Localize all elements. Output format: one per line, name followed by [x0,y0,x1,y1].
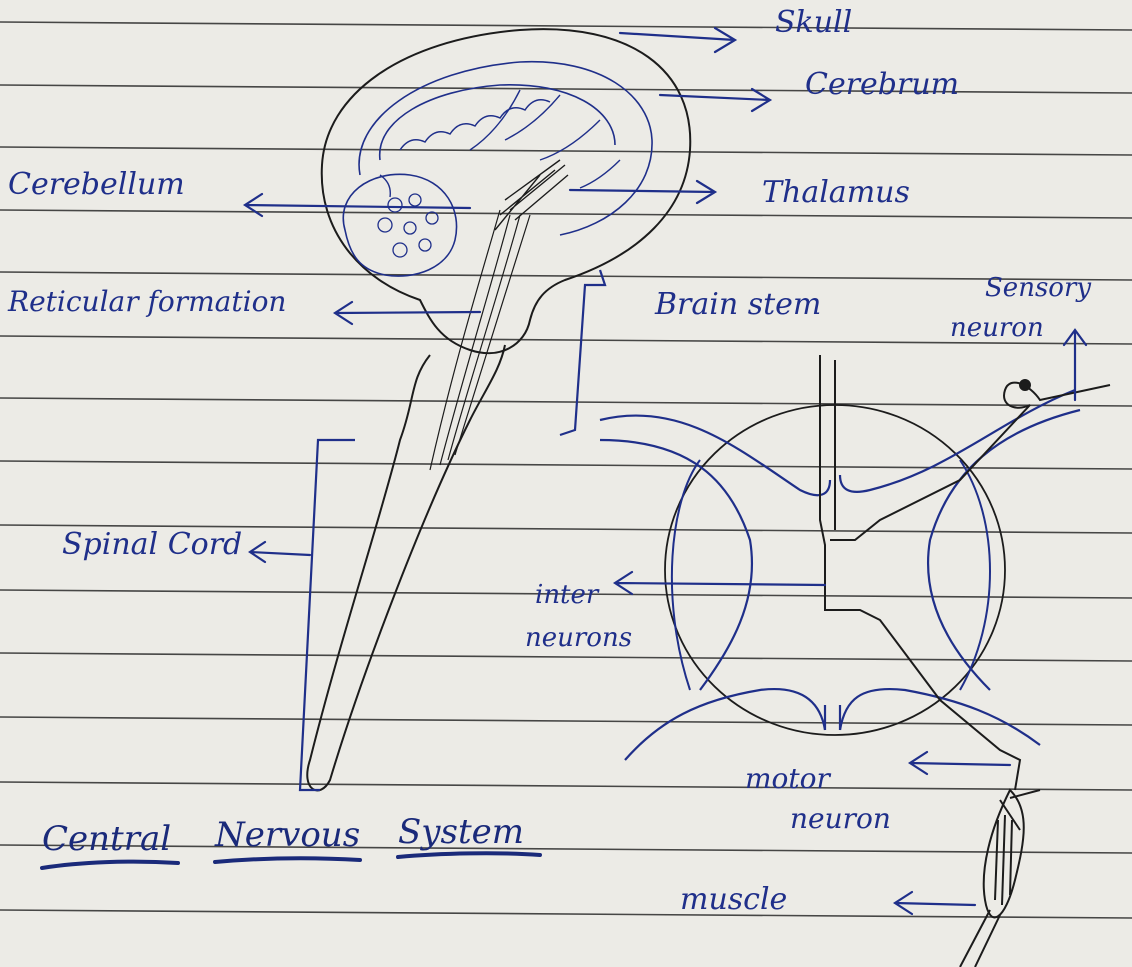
reticular-formation-label: Reticular formation [8,288,286,316]
skull-label: Skull [775,8,852,38]
inter-neurons-label-line1: inter [535,582,598,608]
sensory-neuron-label-line2: neuron [950,315,1044,341]
muscle-arrow [895,892,975,914]
sensory-neuron-label-line1: Sensory [985,275,1091,301]
inter-neurons-label-line2: neurons [525,625,632,651]
cerebrum-label: Cerebrum [805,70,959,100]
spinal-cord-bracket [300,440,355,790]
brain-stem-bracket [560,270,605,435]
cerebellum-outline [343,174,456,276]
motor-neuron-label-line1: motor [745,765,830,793]
motor-neuron-arrow [910,752,1010,774]
skull-arrow [620,28,735,52]
title-word-system: System [398,815,524,849]
title-word-nervous: Nervous [215,818,360,852]
spinal-cord-outline [307,345,505,790]
spinal-cord-arrow [250,542,310,562]
brain-drawing [307,29,690,790]
cerebellum-label: Cerebellum [8,170,185,200]
sensory-arrow [1064,330,1086,400]
cross-section-drawing [600,390,1080,760]
ruled-lines [0,22,1132,918]
arrows [245,28,1086,914]
cerebrum-arrow [660,89,770,111]
left-arc [672,460,700,690]
brain-stem-label: Brain stem [655,290,821,320]
brainstem-bundle [495,160,568,230]
central-canal [825,705,840,730]
muscle-shape [984,790,1024,917]
inter-neurons-arrow [615,572,825,594]
thalamus-arrow [570,181,715,203]
muscle-label: muscle [680,885,787,915]
thalamus-label: Thalamus [762,178,910,208]
grey-matter-right [840,390,1080,745]
motor-neuron-label-line2: neuron [790,805,891,833]
spinal-cord-label: Spinal Cord [62,530,242,560]
brackets [300,270,605,790]
title-word-central: Central [42,822,171,856]
reticular-arrow [335,302,480,324]
